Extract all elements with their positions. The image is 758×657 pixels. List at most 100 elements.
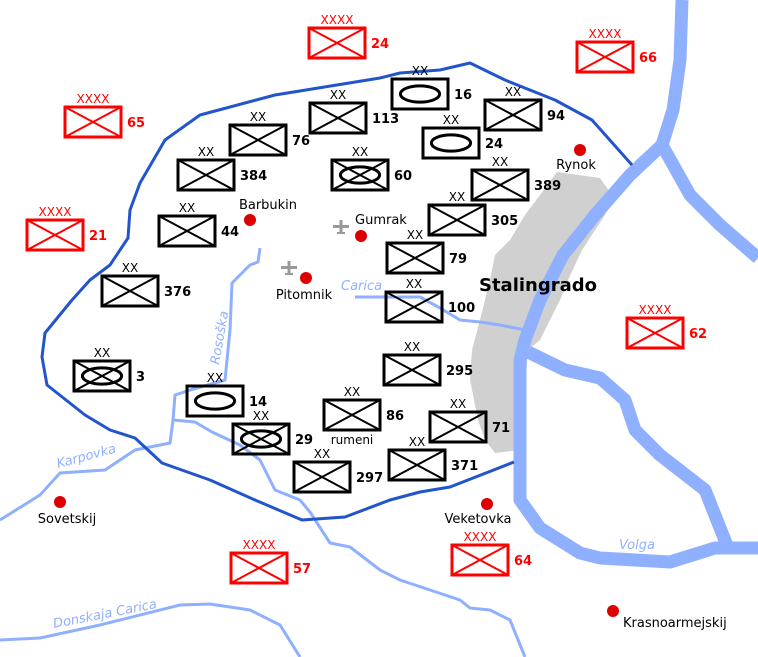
town-barbukin: Barbukin bbox=[239, 198, 297, 226]
town-marker bbox=[300, 272, 312, 284]
armor-track-icon bbox=[80, 366, 124, 386]
unit-symbol-frame bbox=[421, 126, 481, 160]
unit-symbol-frame bbox=[390, 77, 450, 111]
echelon-label: XX bbox=[492, 155, 508, 169]
infantry-cross-icon bbox=[626, 317, 684, 349]
infantry-cross-icon bbox=[383, 354, 441, 386]
unit-symbol-frame bbox=[72, 359, 132, 393]
echelon-label: XX bbox=[404, 340, 420, 354]
unit-number: 94 bbox=[547, 109, 565, 124]
town-label: Sovetskij bbox=[38, 512, 97, 527]
river-label-donskaja-carica: Donskaja Carica bbox=[52, 597, 158, 632]
river-label-volga: Volga bbox=[619, 538, 655, 553]
unit-symbol-frame bbox=[330, 158, 390, 192]
unit-symbol-frame bbox=[385, 241, 445, 275]
unit-symbol-frame bbox=[176, 158, 236, 192]
unit-number: 86 bbox=[386, 409, 404, 424]
town-marker bbox=[54, 496, 66, 508]
axis-division-unit: XX 3 bbox=[72, 346, 145, 393]
infantry-cross-icon bbox=[26, 219, 84, 251]
airfield-icon bbox=[281, 261, 297, 275]
infantry-cross-icon bbox=[451, 544, 509, 576]
unit-number: 295 bbox=[446, 364, 473, 379]
echelon-label: XX bbox=[253, 409, 269, 423]
armor-track-icon bbox=[398, 84, 442, 104]
town-marker bbox=[574, 144, 586, 156]
unit-symbol-frame bbox=[231, 422, 291, 456]
river-label-carica: Carica bbox=[341, 279, 382, 294]
unit-number: 44 bbox=[221, 225, 239, 240]
echelon-label: XX bbox=[198, 145, 214, 159]
echelon-label: XX bbox=[409, 435, 425, 449]
river-carica bbox=[355, 295, 526, 332]
infantry-cross-icon bbox=[177, 159, 235, 191]
echelon-label: XX bbox=[505, 85, 521, 99]
unit-number: 24 bbox=[371, 37, 389, 52]
axis-division-unit: XX 60 bbox=[330, 145, 412, 192]
town-label: Krasnoarmejskij bbox=[623, 616, 727, 631]
echelon-label: XX bbox=[352, 145, 368, 159]
unit-number: 113 bbox=[372, 112, 399, 127]
echelon-label: XX bbox=[122, 261, 138, 275]
town-label: Gumrak bbox=[355, 213, 407, 228]
unit-symbol-frame bbox=[625, 316, 685, 350]
infantry-cross-icon bbox=[428, 204, 486, 236]
echelon-label: XX bbox=[94, 346, 110, 360]
unit-symbol-frame bbox=[470, 168, 530, 202]
town-pitomnik: Pitomnik bbox=[276, 272, 333, 303]
unit-number: 71 bbox=[492, 421, 510, 436]
infantry-cross-icon bbox=[293, 461, 351, 493]
unit-symbol-frame bbox=[185, 384, 245, 418]
infantry-cross-icon bbox=[323, 399, 381, 431]
unit-symbol-frame bbox=[322, 398, 382, 432]
unit-symbol-frame bbox=[25, 218, 85, 252]
infantry-cross-icon bbox=[308, 27, 366, 59]
infantry-cross-icon bbox=[576, 41, 634, 73]
unit-number: 62 bbox=[689, 327, 707, 342]
echelon-label: XX bbox=[314, 447, 330, 461]
infantry-cross-icon bbox=[386, 242, 444, 274]
unit-number: 60 bbox=[394, 169, 412, 184]
unit-symbol-frame bbox=[575, 40, 635, 74]
unit-symbol-frame bbox=[157, 214, 217, 248]
echelon-label: XXXX bbox=[243, 538, 276, 552]
unit-note: rumeni bbox=[331, 433, 374, 447]
unit-symbol-frame bbox=[384, 290, 444, 324]
unit-number: 3 bbox=[136, 370, 145, 385]
axis-division-unit: XX 94 bbox=[483, 85, 565, 132]
echelon-label: XX bbox=[406, 277, 422, 291]
infantry-cross-icon bbox=[429, 411, 487, 443]
unit-number: 16 bbox=[454, 88, 472, 103]
river-volga bbox=[513, 0, 758, 569]
armor-track-icon bbox=[338, 165, 382, 185]
unit-number: 24 bbox=[485, 137, 503, 152]
echelon-label: XX bbox=[450, 397, 466, 411]
unit-symbol-frame bbox=[450, 543, 510, 577]
unit-symbol-frame bbox=[308, 101, 368, 135]
unit-number: 65 bbox=[127, 116, 145, 131]
unit-number: 100 bbox=[448, 301, 475, 316]
infantry-cross-icon bbox=[385, 291, 443, 323]
infantry-cross-icon bbox=[73, 360, 131, 392]
town-label: Pitomnik bbox=[276, 288, 333, 303]
unit-symbol-frame bbox=[228, 123, 288, 157]
river-rososka bbox=[171, 247, 527, 657]
infantry-cross-icon bbox=[484, 99, 542, 131]
unit-symbol-frame bbox=[382, 353, 442, 387]
infantry-cross-icon bbox=[471, 169, 529, 201]
echelon-label: XX bbox=[449, 190, 465, 204]
infantry-cross-icon bbox=[388, 449, 446, 481]
infantry-cross-icon bbox=[229, 124, 287, 156]
